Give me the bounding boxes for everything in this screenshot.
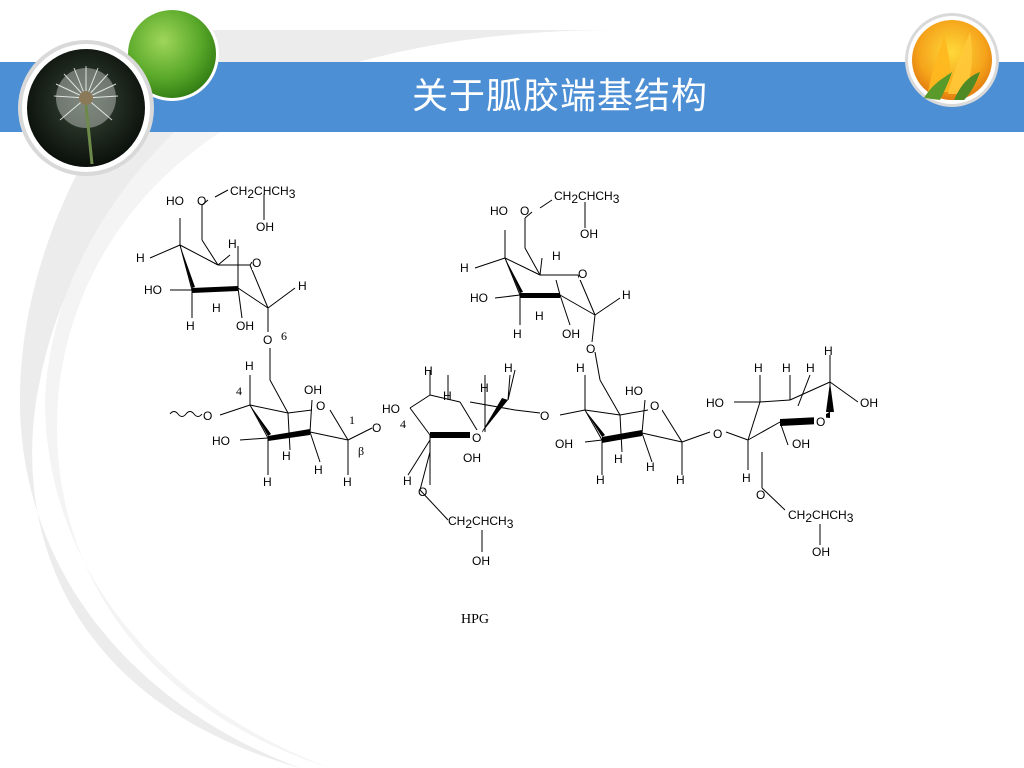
hpg-structure-diagram: HO O CH2CHCH3 OH H H O HO H H H OH O 6 H… xyxy=(136,184,878,568)
label-h: H xyxy=(504,361,513,375)
label-h: H xyxy=(806,361,815,375)
label-ho: HO xyxy=(144,283,162,297)
label-h: H xyxy=(596,473,605,487)
position-4: 4 xyxy=(236,384,242,398)
label-h: H xyxy=(614,452,623,466)
label-h: H xyxy=(824,344,833,358)
label-h: H xyxy=(186,319,195,333)
beta-label: β xyxy=(358,444,364,458)
label-h: H xyxy=(282,449,291,463)
label-ring-o: O xyxy=(316,399,325,413)
green-circle xyxy=(125,7,219,101)
label-hp-ch2: CH2CHCH3 xyxy=(448,514,514,531)
label-oh: OH xyxy=(304,383,322,397)
label-ring-o: O xyxy=(650,399,659,413)
label-o: O xyxy=(418,485,427,499)
label-link-o: O xyxy=(263,333,272,347)
label-link-o: O xyxy=(586,342,595,356)
label-h: H xyxy=(136,251,145,265)
label-o: O xyxy=(520,204,529,218)
label-ho: HO xyxy=(625,384,643,398)
label-ho: HO xyxy=(490,204,508,218)
label-ho: HO xyxy=(212,434,230,448)
label-o: O xyxy=(203,409,212,423)
slide-title: 关于胍胶端基结构 xyxy=(411,76,708,117)
label-h: H xyxy=(403,474,412,488)
label-oh: OH xyxy=(562,327,580,341)
label-link-o: O xyxy=(540,409,549,423)
label-link-o: O xyxy=(713,427,722,441)
label-h: H xyxy=(535,309,544,323)
label-ring-o: O xyxy=(252,256,261,270)
label-h: H xyxy=(343,475,352,489)
label-hp-oh: OH xyxy=(812,545,830,559)
label-h: H xyxy=(552,249,561,263)
label-h: H xyxy=(314,463,323,477)
label-h: H xyxy=(754,361,763,375)
label-ring-o: O xyxy=(816,415,825,429)
label-h: H xyxy=(742,471,751,485)
label-hp-ch2: CH2CHCH3 xyxy=(230,184,296,201)
label-h: H xyxy=(424,364,433,378)
label-hp-oh: OH xyxy=(580,227,598,241)
label-oh: OH xyxy=(463,451,481,465)
label-h: H xyxy=(513,327,522,341)
label-h: H xyxy=(782,361,791,375)
label-ho: HO xyxy=(706,396,724,410)
label-h: H xyxy=(576,361,585,375)
label-hp-oh: OH xyxy=(256,220,274,234)
position-4: 4 xyxy=(400,417,406,431)
label-hp-ch2: CH2CHCH3 xyxy=(554,189,620,206)
label-h: H xyxy=(298,279,307,293)
label-h: H xyxy=(228,237,237,251)
label-h: H xyxy=(263,475,272,489)
dandelion-photo xyxy=(18,40,154,176)
label-ho: HO xyxy=(470,291,488,305)
position-6: 6 xyxy=(281,329,287,343)
label-ring-o: O xyxy=(472,431,481,445)
label-link-o: O xyxy=(372,421,381,435)
label-oh: OH xyxy=(860,396,878,410)
label-o: O xyxy=(197,194,206,208)
label-h: H xyxy=(212,301,221,315)
label-h: H xyxy=(245,359,254,373)
label-ho: HO xyxy=(166,194,184,208)
label-oh: OH xyxy=(236,319,254,333)
label-hp-oh: OH xyxy=(472,554,490,568)
label-hp-ch2: CH2CHCH3 xyxy=(788,508,854,525)
label-oh: OH xyxy=(792,437,810,451)
label-ho: HO xyxy=(382,402,400,416)
position-1: 1 xyxy=(349,413,355,427)
label-h: H xyxy=(622,288,631,302)
label-o: O xyxy=(756,488,765,502)
label-h: H xyxy=(443,389,452,403)
label-ring-o: O xyxy=(578,267,587,281)
label-h: H xyxy=(676,473,685,487)
label-h: H xyxy=(480,381,489,395)
label-oh: OH xyxy=(555,437,573,451)
tulip-photo xyxy=(905,13,999,107)
label-h: H xyxy=(460,261,469,275)
structure-caption: HPG xyxy=(460,612,489,627)
label-h: H xyxy=(646,460,655,474)
